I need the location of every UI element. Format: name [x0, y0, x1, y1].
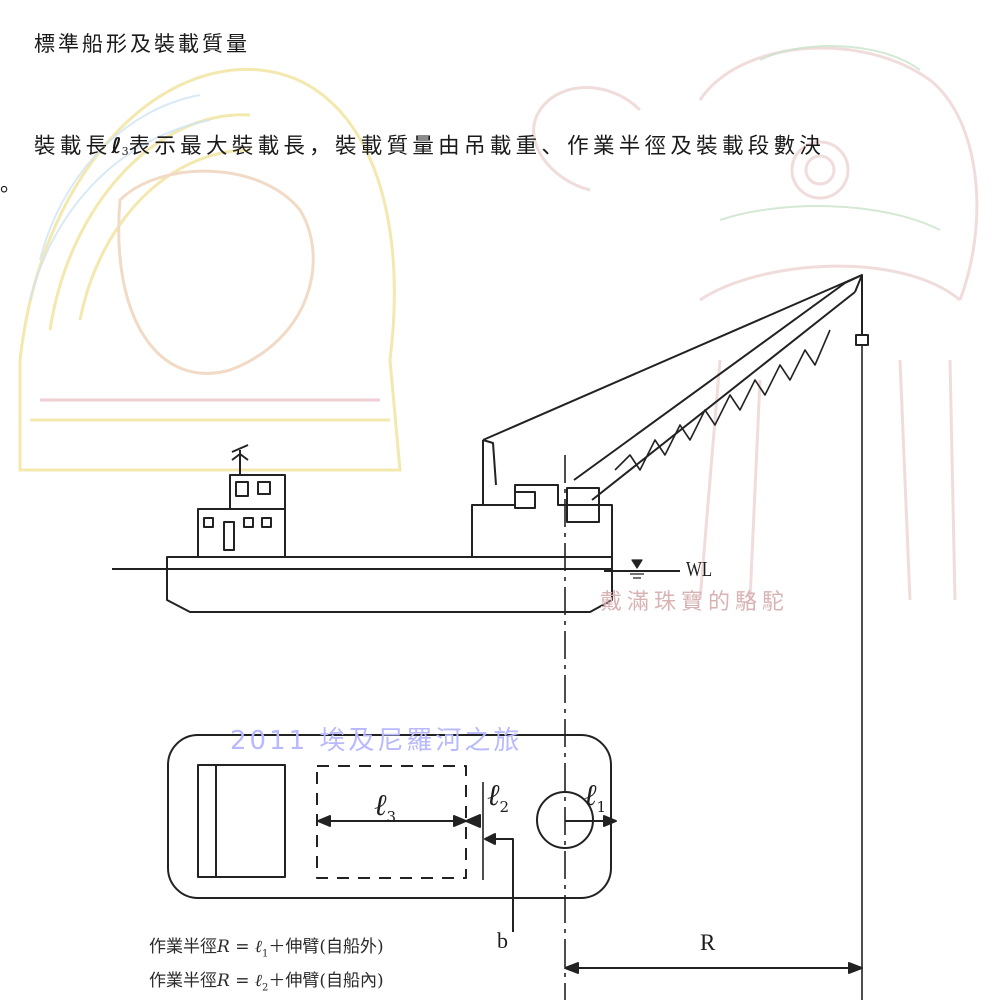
- boom-lower: [573, 282, 846, 481]
- cargo-area: [316, 765, 467, 879]
- l1-sub: 1: [596, 798, 607, 816]
- b-pointer: [485, 838, 514, 932]
- l2-ell: ℓ: [487, 778, 500, 813]
- l3-ell: ℓ: [374, 788, 387, 823]
- formula-2-eq: =: [229, 971, 255, 991]
- watermark-camel: 戴滿珠寶的駱駝: [600, 590, 790, 615]
- wheelhouse: [229, 474, 286, 510]
- formula-2-prefix: 作業半徑: [149, 971, 217, 991]
- formula-1-suffix: ＋伸臂(自船外): [268, 937, 384, 957]
- body-paragraph: 裝載長ℓ3表示最大裝載長，裝載質量由吊載重、作業半徑及裝載段數決: [34, 129, 992, 160]
- house-plan: [197, 764, 286, 878]
- formula-outboard: 作業半徑R = ℓ1＋伸臂(自船外): [149, 932, 384, 959]
- b-label: b: [497, 928, 508, 953]
- radius-label: R: [700, 930, 716, 955]
- formula-1-eq: =: [229, 937, 255, 957]
- barge-hull: [166, 556, 613, 613]
- formula-2-ell: ℓ: [254, 971, 262, 991]
- formula-inboard: 作業半徑R = ℓ2＋伸臂(自船內): [149, 966, 384, 993]
- ell-subscript: 3: [121, 145, 129, 158]
- formula-1-var: R: [217, 937, 230, 957]
- l2-sub: 2: [499, 798, 510, 816]
- ell-symbol: ℓ: [111, 134, 122, 159]
- l3-label: ℓ3: [374, 788, 396, 826]
- para-lead: 裝載長: [34, 134, 112, 159]
- formula-1-ell: ℓ: [254, 937, 262, 957]
- crane-cab: [471, 484, 613, 557]
- formula-1-prefix: 作業半徑: [149, 937, 217, 957]
- l1-label: ℓ1: [584, 778, 606, 816]
- formula-2-var: R: [217, 971, 230, 991]
- formula-1-sub: 1: [261, 948, 269, 960]
- document-heading: 標準船形及裝載質量: [34, 32, 250, 56]
- barge-plan: [167, 734, 612, 899]
- l2-label: ℓ2: [487, 778, 509, 816]
- water-line-label: WL: [686, 557, 713, 581]
- boom-lattice: [614, 329, 831, 471]
- pendant-line: [482, 274, 863, 441]
- deckhouse: [197, 508, 286, 558]
- paragraph-continuation: 。: [0, 172, 21, 196]
- formula-2-suffix: ＋伸臂(自船內): [268, 971, 384, 991]
- para-rest: 表示最大裝載長，裝載質量由吊載重、作業半徑及裝載段數決: [128, 134, 826, 159]
- watermark-year-trip: 2011 埃及尼羅河之旅: [230, 726, 523, 756]
- l3-sub: 3: [386, 808, 397, 826]
- formula-2-sub: 2: [261, 982, 269, 994]
- boom-upper: [591, 291, 856, 501]
- l1-ell: ℓ: [584, 778, 597, 813]
